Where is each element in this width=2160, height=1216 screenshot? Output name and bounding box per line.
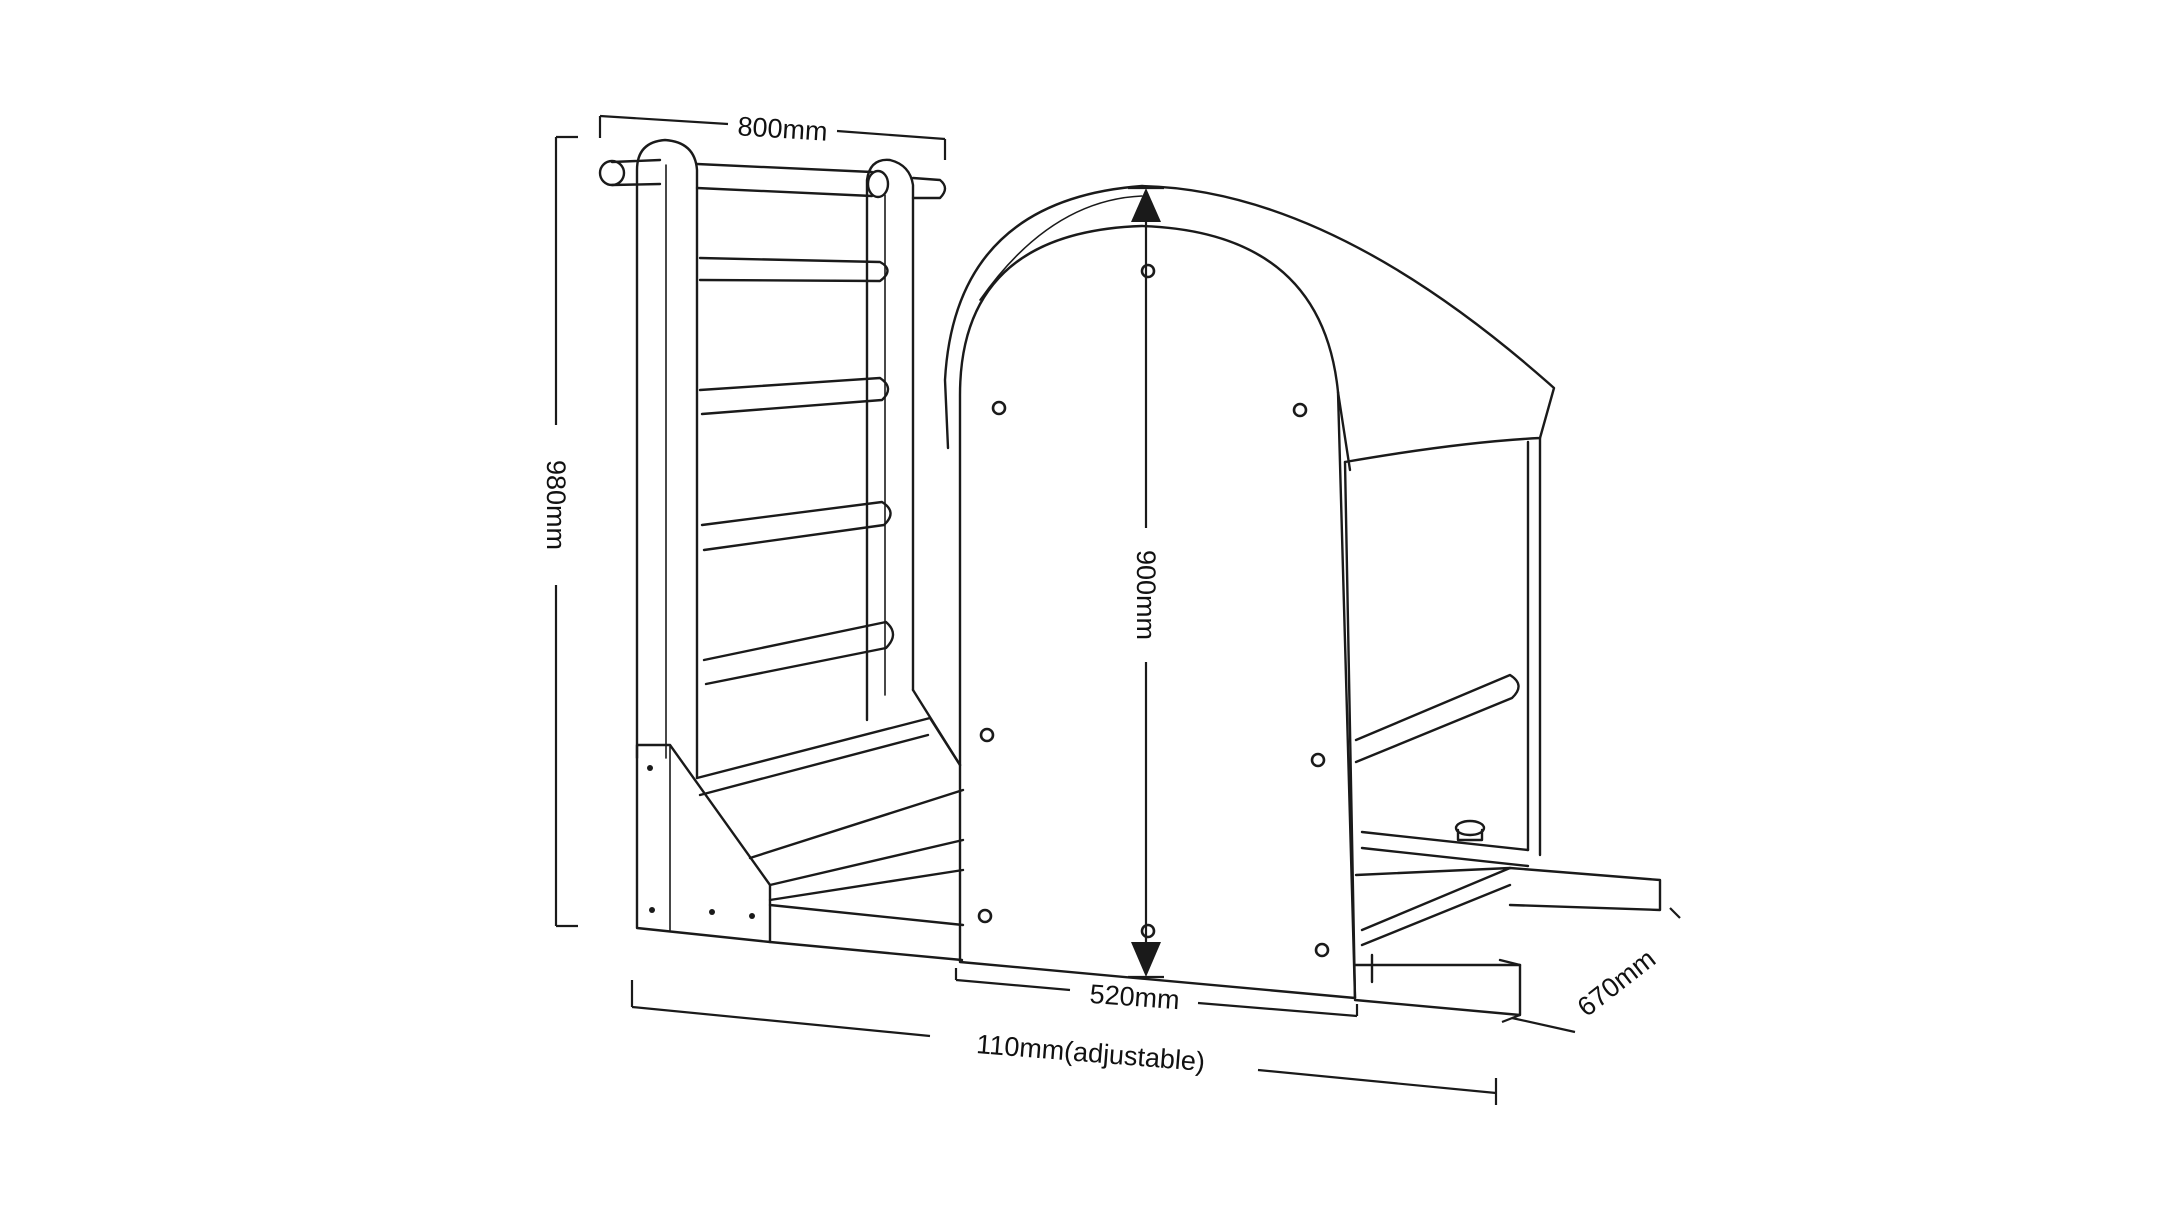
- barrel-hole-1: [991, 400, 1007, 416]
- dim-line-110-right: [1257, 1068, 1497, 1095]
- dim-line-800-right: [836, 129, 946, 141]
- adjustment-knob: [1454, 819, 1486, 842]
- dimension-900mm: 900mm: [1128, 186, 1164, 979]
- ladder-left-upright: [635, 138, 699, 780]
- ladder-seat-mid: [748, 788, 965, 860]
- dim-label-110mm: 110mm(adjustable): [975, 1029, 1206, 1077]
- barrel-cushion-side: [1336, 390, 1352, 472]
- barrel-front-panel: [958, 224, 1357, 1000]
- ladder-base-rail: [768, 903, 965, 927]
- dimension-800mm: 800mm: [598, 111, 947, 160]
- dim-label-520mm: 520mm: [1089, 979, 1181, 1015]
- barrel-panel-thickness: [1343, 460, 1357, 1000]
- dim-tick-670-bottom: [1501, 1013, 1521, 1024]
- ladder-brace: [911, 688, 962, 767]
- ladder-seat-back-edge-2: [698, 733, 930, 797]
- barrel-base-leg: [1353, 963, 1522, 1017]
- ladder-side-panel: [635, 743, 772, 944]
- barrel-base-diag-2: [1360, 883, 1512, 947]
- barrel-base-leg-edge: [1498, 958, 1522, 967]
- ladder-top-dowel-left-bottom: [610, 182, 662, 187]
- barrel-hole-5: [1310, 752, 1326, 768]
- ladder-panel-screw-2: [649, 907, 655, 913]
- dim-line-670-bottom: [1511, 1016, 1576, 1034]
- ladder-top-dowel-left-top: [610, 158, 662, 164]
- ladder-top-dowel-end: [598, 159, 626, 187]
- barrel-base-front-rail: [1354, 866, 1662, 912]
- dim-arrow-900-bottom: [1131, 942, 1161, 977]
- barrel-hole-3: [1140, 263, 1156, 279]
- barrel-back-rung: [1354, 673, 1520, 764]
- ladder-panel-screw-3: [709, 909, 715, 915]
- barrel-hole-7: [1314, 942, 1330, 958]
- barrel-hole-8: [1140, 923, 1156, 939]
- ladder-seat-front-bottom: [768, 868, 965, 902]
- barrel-hole-4: [979, 727, 995, 743]
- ladder-panel-screw-1: [647, 765, 653, 771]
- barrel-hole-6: [977, 908, 993, 924]
- ladder-seat-back-edge: [695, 716, 962, 780]
- ladder-top-dowel-mid-top: [695, 162, 874, 174]
- dim-line-110-left: [631, 1005, 931, 1038]
- dim-arrow-900-top: [1131, 188, 1161, 222]
- ladder-top-dowel-joint: [866, 169, 890, 199]
- barrel-cushion-highlight: [979, 195, 1143, 301]
- ladder-panel-screw-4: [749, 913, 755, 919]
- barrel-base-rail-2: [1360, 846, 1530, 868]
- dim-label-800mm: 800mm: [737, 111, 829, 146]
- dimension-670mm: 670mm: [1501, 907, 1681, 1034]
- barrel-base-rail-1: [1360, 830, 1530, 852]
- dim-label-980mm: 980mm: [541, 460, 571, 550]
- dim-line-800-left: [599, 114, 729, 126]
- ladder-seat-front-top: [768, 838, 965, 887]
- barrel: [943, 184, 1662, 1017]
- dim-label-900mm: 900mm: [1131, 550, 1161, 640]
- dim-label-670mm: 670mm: [1572, 943, 1661, 1022]
- ladder: [598, 138, 965, 962]
- dim-line-670-top: [1669, 907, 1681, 919]
- ladder-top-dowel-mid-bottom: [695, 186, 874, 198]
- ladder-rung-1: [698, 256, 889, 283]
- ladder-base-rail-bottom: [768, 940, 964, 962]
- barrel-top-cushion: [943, 184, 1556, 464]
- ladder-rung-4: [702, 620, 895, 686]
- dimension-110mm: 110mm(adjustable): [630, 980, 1498, 1105]
- ladder-rung-2: [698, 376, 890, 416]
- ladder-right-upright: [865, 158, 915, 722]
- barrel-hole-2: [1292, 402, 1308, 418]
- dimension-520mm: 520mm: [954, 968, 1359, 1018]
- ladder-top-dowel-right-end: [911, 176, 947, 200]
- ladder-rung-3: [700, 500, 892, 552]
- dim-line-520-right: [1197, 1001, 1358, 1018]
- dim-line-520-left: [955, 978, 1071, 992]
- dimension-980mm: 980mm: [541, 135, 578, 928]
- barrel-base-diag-1: [1360, 866, 1512, 932]
